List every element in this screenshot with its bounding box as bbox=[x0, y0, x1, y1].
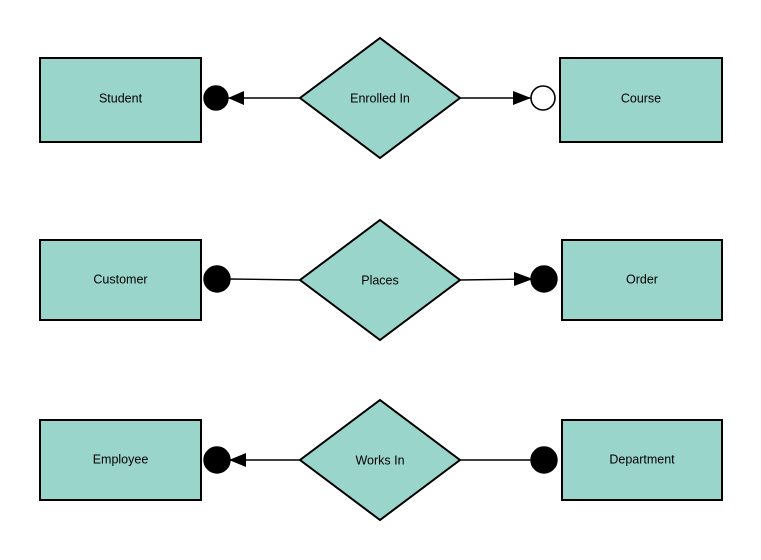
arrowhead-right-course bbox=[513, 91, 531, 105]
entity-box-course[interactable] bbox=[559, 57, 723, 143]
er-row-works-in: Employee Works In Department bbox=[39, 398, 723, 522]
entity-box-department[interactable] bbox=[561, 419, 723, 501]
cardinality-open-circle-course[interactable] bbox=[530, 85, 556, 111]
cardinality-filled-circle-department[interactable] bbox=[530, 446, 558, 474]
arrowhead-right-order bbox=[514, 272, 533, 286]
relationship-diamond-enrolled-in[interactable] bbox=[298, 36, 462, 160]
entity-box-order[interactable] bbox=[561, 239, 723, 321]
arrowhead-left-student bbox=[228, 91, 244, 105]
cardinality-filled-circle-employee[interactable] bbox=[203, 446, 231, 474]
arrowhead-left-employee bbox=[229, 453, 246, 467]
relationship-diamond-works-in[interactable] bbox=[298, 398, 462, 522]
cardinality-filled-circle-student[interactable] bbox=[203, 85, 229, 111]
relationship-diamond-places[interactable] bbox=[298, 218, 462, 342]
entity-box-employee[interactable] bbox=[39, 419, 202, 501]
cardinality-filled-circle-order[interactable] bbox=[530, 265, 558, 293]
entity-box-student[interactable] bbox=[39, 57, 202, 143]
er-row-places: Customer Places Order bbox=[39, 218, 723, 342]
connector-line-customer-places bbox=[228, 278, 302, 281]
er-row-enrolled-in: Student Enrolled In Course bbox=[39, 36, 723, 160]
cardinality-filled-circle-customer[interactable] bbox=[203, 265, 231, 293]
entity-box-customer[interactable] bbox=[39, 239, 202, 321]
